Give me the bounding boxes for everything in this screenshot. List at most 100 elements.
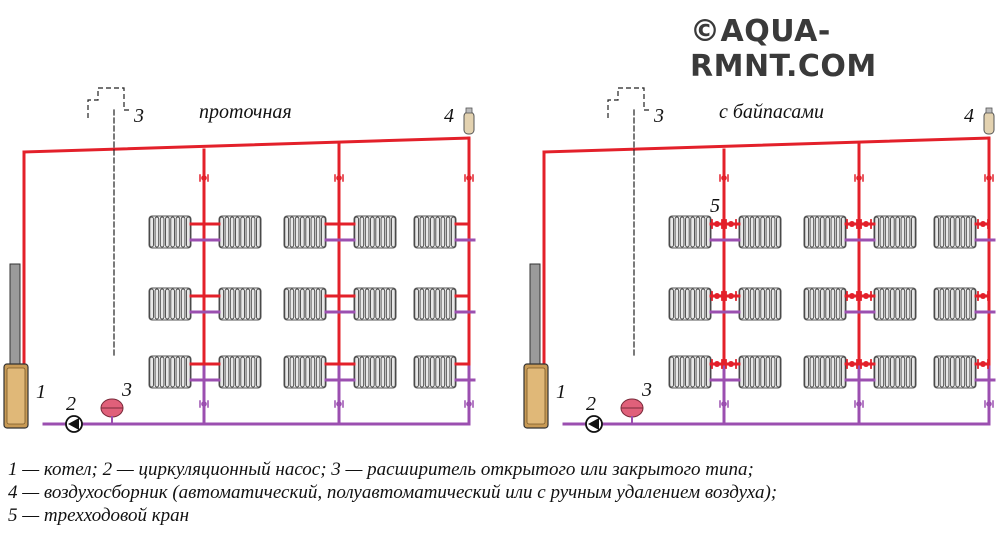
radiator-section [765, 288, 771, 320]
marker-3-bottom: 3 [641, 379, 652, 401]
radiator-section [224, 356, 230, 388]
radiator-section [154, 216, 160, 248]
radiator-section [700, 216, 706, 248]
radiator-section [776, 356, 781, 388]
radiator-section [170, 288, 175, 320]
radiator-section [835, 356, 841, 388]
radiator-section [224, 288, 230, 320]
radiator-section [706, 356, 711, 388]
radiator-section [310, 288, 316, 320]
radiator-section [385, 216, 391, 248]
boiler [3, 263, 29, 429]
radiator-section [825, 356, 830, 388]
radiator-section [830, 216, 836, 248]
open-expansion-tank-icon [607, 87, 652, 359]
radiator-section [414, 216, 419, 248]
radiator-section [289, 356, 295, 388]
radiator-section [424, 288, 430, 320]
radiator-section [380, 288, 386, 320]
radiator-section [370, 216, 375, 248]
radiator-section [245, 288, 251, 320]
radiator-body [353, 355, 397, 389]
radiator-section [321, 288, 326, 320]
radiator-section [955, 288, 960, 320]
radiator-body [218, 215, 262, 249]
watermark: ©AQUA-RMNT.COM [690, 14, 877, 84]
valve-dot [863, 293, 869, 299]
radiator-section [874, 356, 879, 388]
radiator-section [424, 216, 430, 248]
radiator-section [414, 288, 419, 320]
radiator [353, 287, 397, 321]
valve-dot [849, 293, 855, 299]
radiator-section [310, 356, 316, 388]
radiator [218, 355, 262, 389]
radiator-section [890, 356, 895, 388]
radiator-section [435, 216, 440, 248]
valve-dot [201, 401, 207, 407]
radiator [148, 215, 192, 249]
marker-4: 4 [964, 105, 974, 127]
radiator-section [385, 356, 391, 388]
radiator [668, 215, 712, 249]
radiator-section [755, 216, 760, 248]
radiator-section [430, 216, 435, 248]
radiator-body [873, 215, 917, 249]
radiator [873, 215, 917, 249]
radiator-section [884, 288, 890, 320]
radiator [738, 215, 782, 249]
valve-dot [856, 175, 862, 181]
radiator-body [803, 215, 847, 249]
three-way-valve-icon [860, 291, 872, 301]
radiator-section [240, 216, 245, 248]
radiator [283, 215, 327, 249]
radiator-section [445, 216, 451, 248]
radiator-section [755, 288, 760, 320]
radiator-body [353, 287, 397, 321]
radiator-section [939, 356, 945, 388]
three-way-valve-icon [860, 359, 872, 369]
radiator-section [760, 356, 765, 388]
radiator-section [739, 356, 744, 388]
radiator-section [256, 288, 261, 320]
radiator-section [749, 216, 755, 248]
radiator-section [440, 356, 446, 388]
radiator-section [380, 356, 386, 388]
radiator-section [749, 356, 755, 388]
radiator-section [830, 288, 836, 320]
marker-3-bottom: 3 [121, 379, 132, 401]
return-shutoff-valve [984, 400, 994, 408]
radiator-section [835, 288, 841, 320]
return-shutoff-valve [464, 400, 474, 408]
radiator [668, 287, 712, 321]
air-vent-body [983, 111, 995, 135]
radiator-section [814, 216, 820, 248]
boiler-panel [6, 367, 26, 425]
radiator-section [965, 356, 971, 388]
radiator-section [679, 288, 685, 320]
radiator-section [435, 356, 440, 388]
radiator-section [375, 288, 380, 320]
valve-dot [728, 361, 734, 367]
valve-dot [466, 175, 472, 181]
radiator-section [175, 288, 181, 320]
radiator-section [180, 288, 186, 320]
three-way-valve-icon [846, 291, 858, 301]
riser-shutoff-valve [199, 174, 209, 182]
radiator-section [440, 216, 446, 248]
radiator-section [370, 288, 375, 320]
radiator-body [873, 287, 917, 321]
valve-dot [714, 221, 720, 227]
radiator-section [305, 216, 310, 248]
radiator-section [905, 288, 911, 320]
valve-dot [728, 221, 734, 227]
radiator-section [939, 288, 945, 320]
radiator-section [224, 216, 230, 248]
radiator-section [690, 216, 695, 248]
radiator [413, 215, 457, 249]
radiator-section [749, 288, 755, 320]
radiator-section [776, 288, 781, 320]
radiator-section [149, 216, 154, 248]
radiator-section [744, 216, 750, 248]
radiator-body [668, 215, 712, 249]
